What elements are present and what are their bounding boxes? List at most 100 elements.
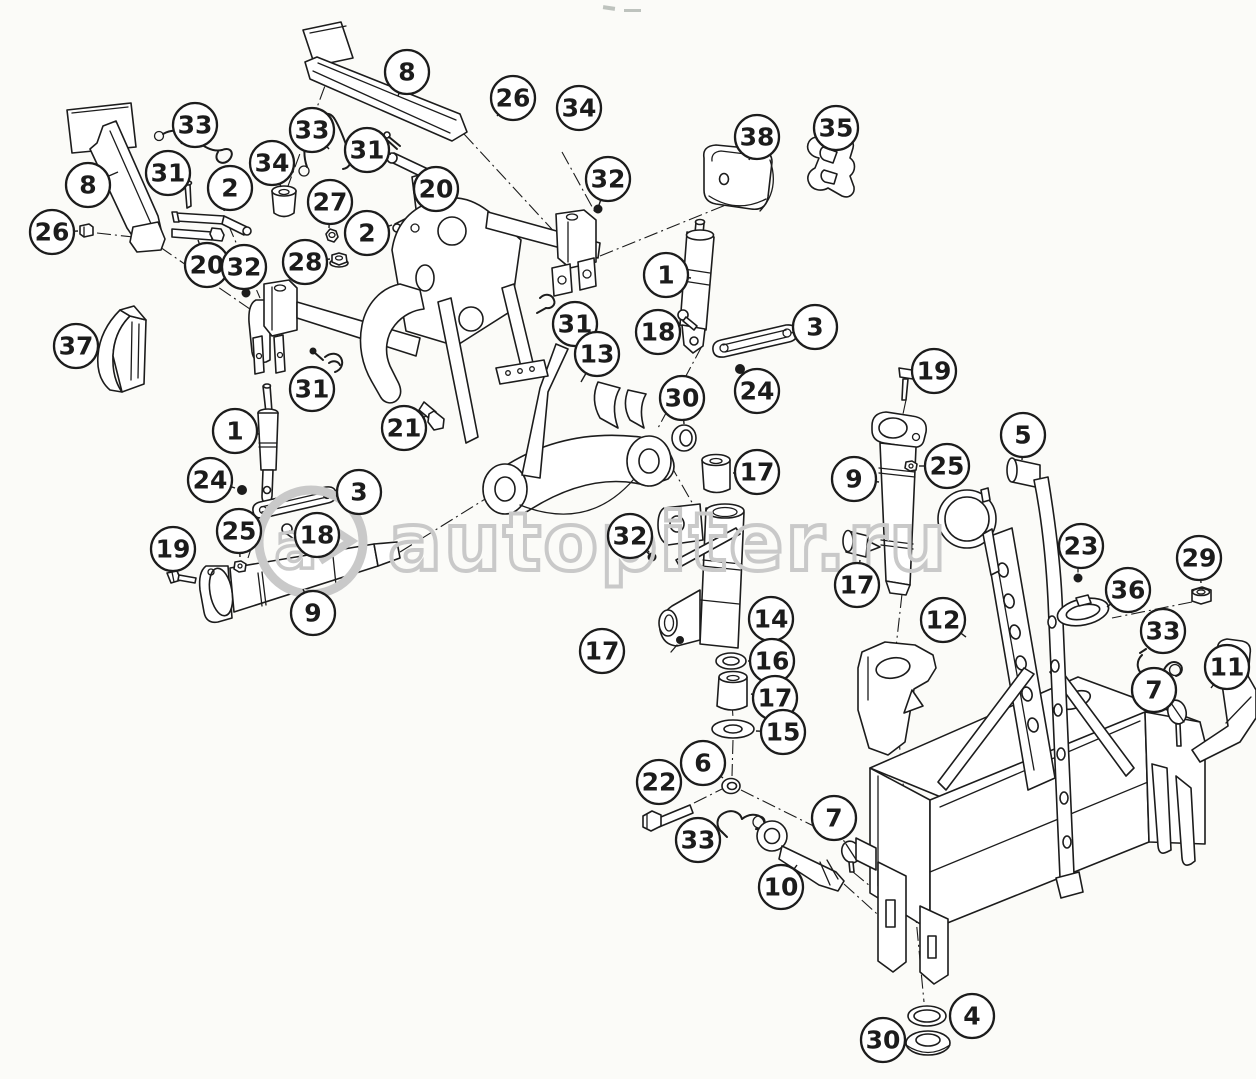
callout-31[interactable]: 31 [343, 126, 391, 174]
callout-circle-3[interactable] [791, 303, 839, 351]
callout-17[interactable]: 17 [578, 627, 626, 675]
callout-circle-15[interactable] [759, 708, 807, 756]
callout-20[interactable]: 20 [183, 239, 231, 289]
callout-circle-32[interactable] [220, 243, 268, 291]
callout-17[interactable]: 17 [732, 448, 781, 496]
callout-circle-24[interactable] [733, 367, 781, 415]
callout-circle-17[interactable] [833, 561, 881, 609]
callout-38[interactable]: 38 [733, 113, 781, 161]
callout-circle-6[interactable] [679, 739, 727, 787]
callout-circle-31[interactable] [144, 149, 192, 197]
callout-25[interactable]: 25 [215, 507, 263, 558]
callout-17[interactable]: 17 [750, 674, 799, 722]
callout-5[interactable]: 5 [999, 411, 1047, 461]
callout-30[interactable]: 30 [859, 1016, 907, 1064]
callout-circle-19[interactable] [149, 525, 197, 573]
callout-14[interactable]: 14 [747, 595, 795, 643]
callout-circle-37[interactable] [52, 322, 100, 370]
callout-8[interactable]: 8 [383, 48, 431, 97]
callout-circle-4[interactable] [948, 992, 996, 1040]
callout-circle-33[interactable] [1139, 607, 1187, 655]
callout-1[interactable]: 1 [642, 251, 692, 299]
callout-circle-33[interactable] [171, 101, 219, 149]
callout-10[interactable]: 10 [757, 863, 805, 911]
callout-circle-7[interactable] [810, 794, 858, 842]
callout-13[interactable]: 13 [573, 330, 621, 383]
callout-3[interactable]: 3 [335, 468, 383, 516]
callout-circle-5[interactable] [999, 411, 1047, 459]
callout-circle-7[interactable] [1130, 666, 1178, 714]
callout-33[interactable]: 33 [171, 101, 219, 149]
callout-circle-20[interactable] [412, 165, 460, 213]
callout-circle-11[interactable] [1203, 643, 1251, 691]
callout-circle-8[interactable] [383, 48, 431, 96]
callout-24[interactable]: 24 [186, 456, 236, 504]
callout-26[interactable]: 26 [489, 74, 537, 122]
callout-circle-21[interactable] [380, 404, 428, 452]
callout-17[interactable]: 17 [833, 559, 881, 609]
callout-2[interactable]: 2 [343, 209, 393, 257]
callout-26[interactable]: 26 [28, 208, 79, 256]
callout-32[interactable]: 32 [220, 243, 268, 291]
callout-19[interactable]: 19 [149, 525, 197, 573]
callout-circle-17[interactable] [578, 627, 626, 675]
callout-circle-35[interactable] [812, 104, 860, 152]
callout-19[interactable]: 19 [910, 347, 958, 395]
callout-6[interactable]: 6 [679, 739, 727, 787]
callout-circle-33[interactable] [288, 106, 336, 154]
callout-21[interactable]: 21 [380, 404, 428, 452]
callout-circle-22[interactable] [635, 758, 683, 806]
callout-circle-25[interactable] [215, 507, 263, 555]
callout-circle-26[interactable] [489, 74, 537, 122]
callout-circle-12[interactable] [919, 596, 967, 644]
callout-circle-2[interactable] [343, 209, 391, 257]
callout-circle-32[interactable] [606, 512, 654, 560]
callout-circle-27[interactable] [306, 178, 354, 226]
callout-16[interactable]: 16 [748, 637, 796, 685]
callout-31[interactable]: 31 [288, 365, 336, 413]
callout-circle-30[interactable] [658, 374, 706, 422]
callout-circle-18[interactable] [634, 308, 682, 356]
callout-circle-8[interactable] [64, 161, 112, 209]
callout-circle-18[interactable] [293, 511, 341, 559]
callout-circle-36[interactable] [1104, 566, 1152, 614]
callout-22[interactable]: 22 [635, 758, 683, 806]
callout-7[interactable]: 7 [1130, 666, 1178, 714]
callout-circle-2[interactable] [206, 164, 254, 212]
callout-circle-1[interactable] [642, 251, 690, 299]
callout-4[interactable]: 4 [948, 992, 996, 1040]
callout-circle-26[interactable] [28, 208, 76, 256]
callout-33[interactable]: 33 [674, 816, 722, 864]
callout-circle-31[interactable] [343, 126, 391, 174]
callout-circle-31[interactable] [288, 365, 336, 413]
callout-32[interactable]: 32 [606, 512, 654, 560]
callout-2[interactable]: 2 [206, 164, 254, 212]
callout-18[interactable]: 18 [634, 308, 682, 356]
callout-3[interactable]: 3 [790, 303, 839, 351]
callout-11[interactable]: 11 [1203, 643, 1251, 691]
callout-circle-9[interactable] [289, 589, 337, 637]
callout-23[interactable]: 23 [1057, 522, 1105, 570]
callout-circle-3[interactable] [335, 468, 383, 516]
callout-circle-32[interactable] [584, 155, 632, 203]
callout-30[interactable]: 30 [658, 374, 706, 425]
callout-circle-30[interactable] [859, 1016, 907, 1064]
callout-circle-29[interactable] [1175, 534, 1223, 582]
callout-34[interactable]: 34 [555, 84, 603, 132]
callout-circle-24[interactable] [186, 456, 234, 504]
callout-15[interactable]: 15 [755, 708, 807, 756]
callout-circle-13[interactable] [573, 330, 621, 378]
callout-9[interactable]: 9 [830, 455, 880, 503]
callout-37[interactable]: 37 [52, 322, 100, 370]
callout-circle-23[interactable] [1057, 522, 1105, 570]
callout-circle-10[interactable] [757, 863, 805, 911]
callout-12[interactable]: 12 [919, 596, 967, 644]
callout-1[interactable]: 1 [211, 407, 260, 455]
callout-31[interactable]: 31 [144, 149, 192, 197]
callout-34[interactable]: 34 [248, 139, 296, 188]
callout-35[interactable]: 35 [812, 104, 860, 152]
callout-36[interactable]: 36 [1104, 566, 1152, 614]
callout-7[interactable]: 7 [810, 794, 858, 842]
callout-circle-17[interactable] [733, 448, 781, 496]
callout-32[interactable]: 32 [584, 155, 632, 206]
